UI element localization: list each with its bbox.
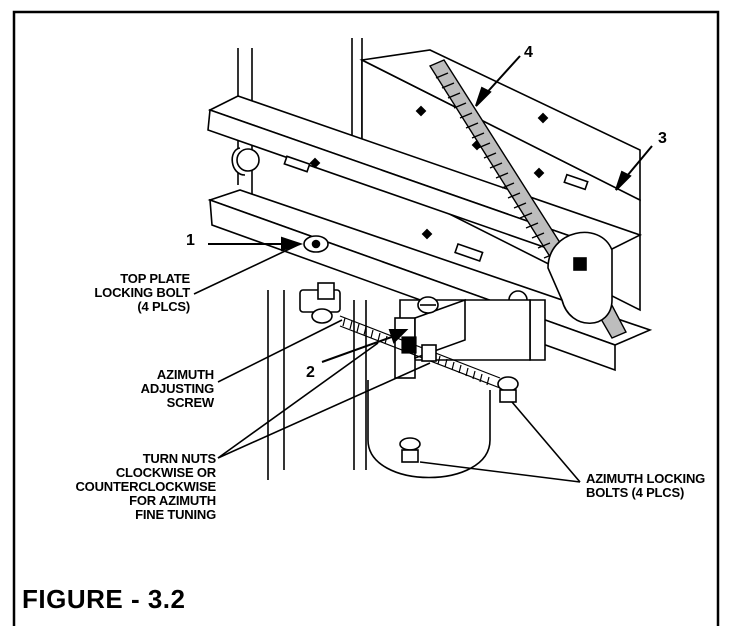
callout-number-1: 1 (186, 232, 195, 249)
label-line: AZIMUTH LOCKING (586, 471, 706, 486)
j-hook-clamp (547, 231, 613, 324)
label-line: LOCKING BOLT (94, 285, 190, 300)
arrow-2 (321, 333, 401, 363)
label-line: SCREW (166, 395, 215, 410)
label-line: FINE TUNING (135, 507, 216, 522)
callout-number-3: 3 (658, 130, 667, 147)
label-line: TOP PLATE (120, 271, 190, 286)
label-turn-nuts: TURN NUTS CLOCKWISE OR COUNTERCLOCKWISE … (30, 452, 216, 522)
label-line: BOLTS (4 PLCS) (586, 485, 685, 500)
label-line: TURN NUTS (142, 451, 217, 466)
figure-border (12, 10, 720, 626)
callout-arrows (208, 55, 653, 363)
callout-number-2: 2 (306, 364, 315, 381)
threaded-rod (428, 59, 627, 339)
top-plate-bolt (303, 235, 329, 253)
label-line: ADJUSTING (140, 381, 215, 396)
label-line: FOR AZIMUTH (129, 493, 216, 508)
label-azimuth-screw: AZIMUTH ADJUSTING SCREW (70, 367, 215, 410)
label-line: CLOCKWISE OR (115, 465, 216, 480)
label-line: AZIMUTH (156, 367, 214, 382)
figure-title: FIGURE - 3.2 (22, 584, 186, 614)
azimuth-ring (311, 308, 519, 479)
label-line: (4 PLCS) (137, 299, 190, 314)
label-line: COUNTERCLOCKWISE (75, 479, 216, 494)
leader-lines (193, 243, 581, 483)
callout-number-4: 4 (524, 44, 533, 61)
label-top-plate-bolt: TOP PLATE LOCKING BOLT (4 PLCS) (40, 272, 190, 314)
label-azimuth-locking-bolts: AZIMUTH LOCKING BOLTS (4 PLCS) (586, 472, 716, 500)
adjusting-screw (339, 315, 501, 389)
